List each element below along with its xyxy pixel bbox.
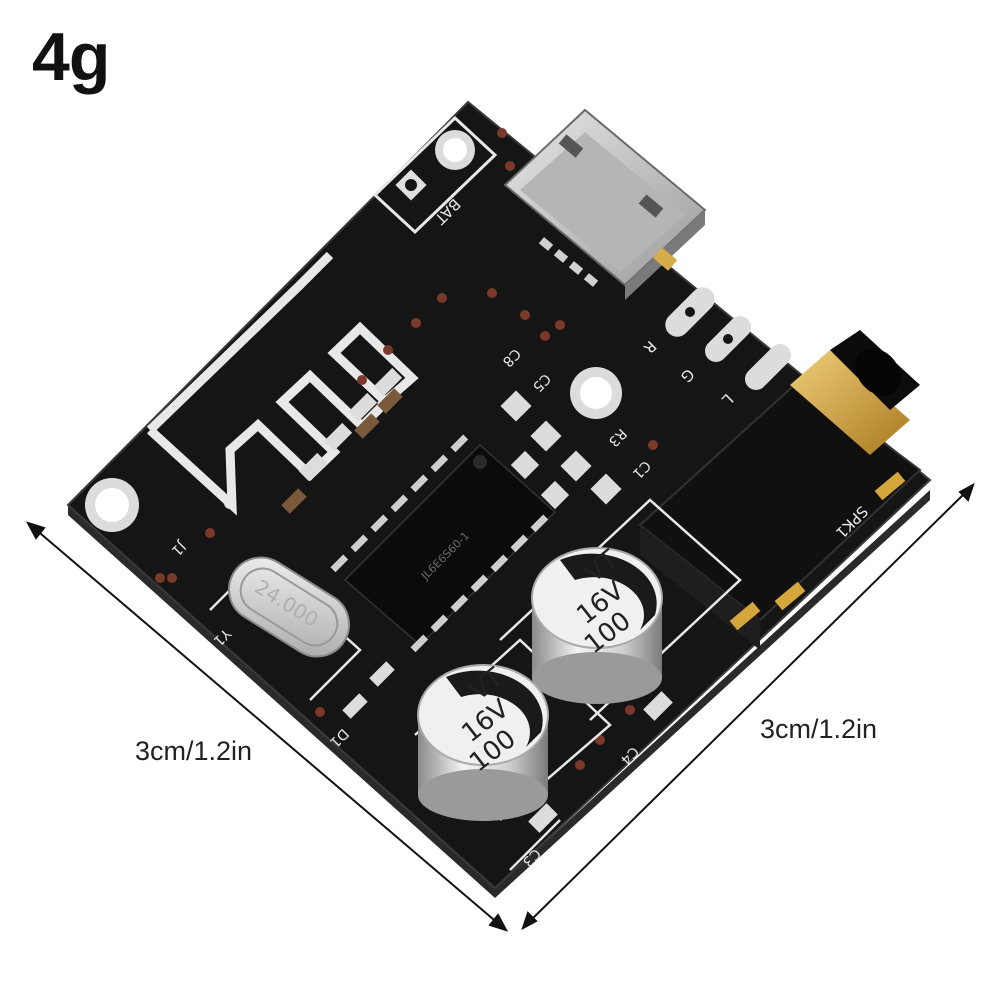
smd-components <box>281 367 673 833</box>
dimension-arrow-left <box>25 521 509 932</box>
audio-jack <box>638 330 922 650</box>
dimension-arrow-right <box>521 482 975 931</box>
dimension-label-right: 3cm/1.2in <box>760 714 878 744</box>
capacitor-2 <box>417 664 549 821</box>
battery-pads <box>372 115 498 235</box>
micro-usb-connector <box>503 108 707 300</box>
crystal-oscillator <box>228 556 350 658</box>
weight-label: 4g <box>32 19 110 95</box>
usb-pins <box>538 237 599 287</box>
dimension-label-left: 3cm/1.2in <box>135 736 253 766</box>
antenna-trace <box>146 251 419 516</box>
main-ic <box>330 434 557 653</box>
capacitor-1 <box>531 547 663 704</box>
audio-out-pads <box>665 287 792 391</box>
via-holes <box>155 128 658 770</box>
